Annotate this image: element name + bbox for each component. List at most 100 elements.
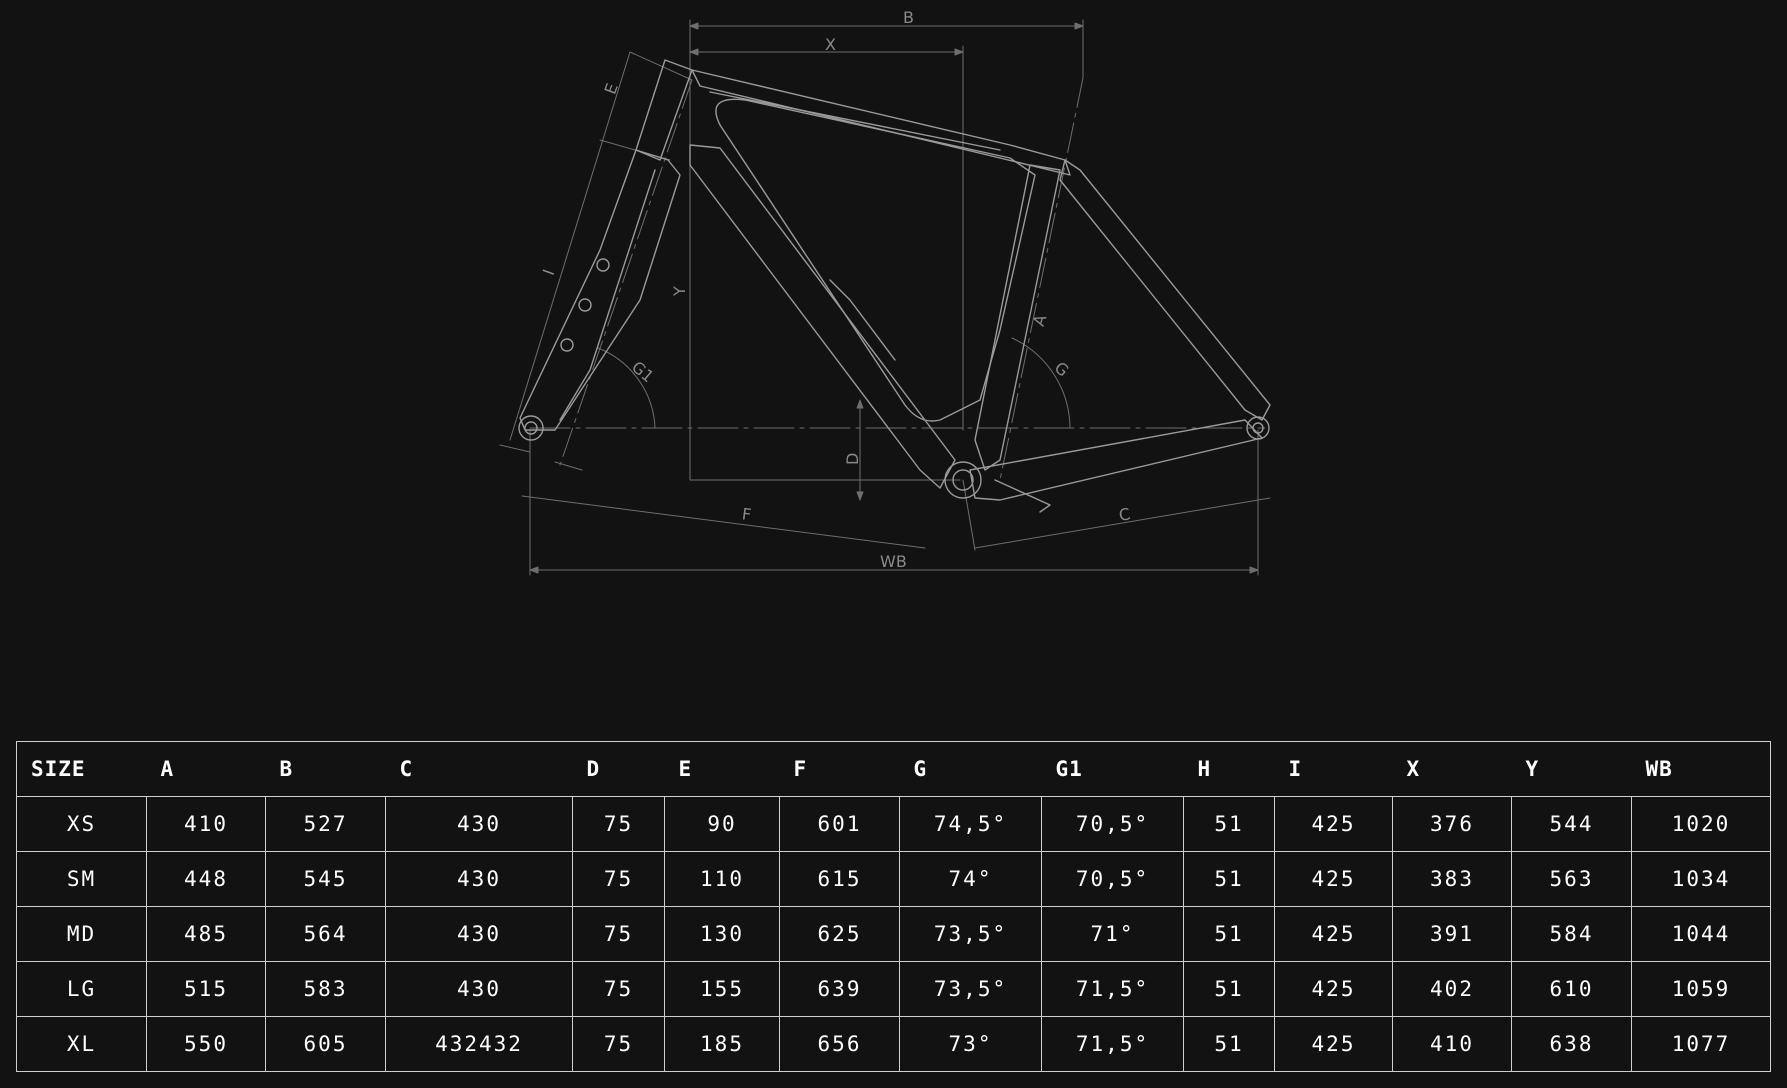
table-cell: 71° (1041, 906, 1184, 962)
table-cell: 75 (572, 906, 665, 962)
table-cell: 73,5° (899, 961, 1042, 1017)
table-row-xl: XL 550 605 432432 75 185 656 73° 71,5° 5… (16, 1016, 1771, 1072)
table-cell: 75 (572, 796, 665, 852)
table-cell: 485 (146, 906, 266, 962)
table-cell: 615 (779, 851, 900, 907)
table-cell: 515 (146, 961, 266, 1017)
table-cell: 1077 (1631, 1016, 1771, 1072)
header-g1: G1 (1041, 741, 1184, 797)
header-a: A (146, 741, 266, 797)
table-cell: 51 (1183, 796, 1275, 852)
frame-outline (518, 59, 1271, 513)
table-cell: XS (16, 796, 147, 852)
table-cell: 448 (146, 851, 266, 907)
table-cell: 430 (385, 796, 573, 852)
table-cell: 110 (664, 851, 780, 907)
label-g1: G1 (628, 357, 658, 386)
table-cell: 430 (385, 961, 573, 1017)
table-cell: 1020 (1631, 796, 1771, 852)
table-cell: 410 (146, 796, 266, 852)
table-cell: 51 (1183, 961, 1275, 1017)
label-x: X (825, 35, 836, 54)
table-cell: 610 (1511, 961, 1632, 1017)
table-cell: 75 (572, 1016, 665, 1072)
table-cell: 391 (1392, 906, 1512, 962)
table-cell: 1044 (1631, 906, 1771, 962)
header-g: G (899, 741, 1042, 797)
table-header-row: SIZE A B C D E F G G1 H I X Y WB (16, 741, 1771, 797)
table-cell: 51 (1183, 851, 1275, 907)
table-cell: 425 (1274, 1016, 1393, 1072)
table-cell: 75 (572, 851, 665, 907)
table-cell: 74,5° (899, 796, 1042, 852)
header-b: B (265, 741, 386, 797)
table-row-xs: XS 410 527 430 75 90 601 74,5° 70,5° 51 … (16, 796, 1771, 852)
table-cell: 73,5° (899, 906, 1042, 962)
table-cell: 584 (1511, 906, 1632, 962)
header-y: Y (1511, 741, 1632, 797)
table-cell: 410 (1392, 1016, 1512, 1072)
header-h: H (1183, 741, 1275, 797)
table-cell: 656 (779, 1016, 900, 1072)
table-cell: 638 (1511, 1016, 1632, 1072)
label-i: I (539, 267, 558, 278)
label-c: C (1117, 504, 1131, 525)
label-b: B (903, 8, 914, 27)
table-cell: 425 (1274, 796, 1393, 852)
header-wb: WB (1631, 741, 1771, 797)
table-cell: 545 (265, 851, 386, 907)
table-cell: 544 (1511, 796, 1632, 852)
table-cell: 70,5° (1041, 796, 1184, 852)
header-d: D (572, 741, 665, 797)
dimension-labels: B X E I Y G1 A G D F C WB (539, 8, 1132, 571)
header-i: I (1274, 741, 1393, 797)
table-cell: 71,5° (1041, 1016, 1184, 1072)
table-cell: 432432 (385, 1016, 573, 1072)
table-cell: 383 (1392, 851, 1512, 907)
frame-geometry-diagram: B X E I Y G1 A G D F C WB (499, 8, 1271, 576)
label-y: Y (670, 286, 689, 297)
table-cell: 51 (1183, 1016, 1275, 1072)
header-f: F (779, 741, 900, 797)
header-e: E (664, 741, 780, 797)
table-cell: 639 (779, 961, 900, 1017)
table-cell: 70,5° (1041, 851, 1184, 907)
header-size: SIZE (16, 741, 147, 797)
table-cell: 563 (1511, 851, 1632, 907)
table-cell: SM (16, 851, 147, 907)
table-row-md: MD 485 564 430 75 130 625 73,5° 71° 51 4… (16, 906, 1771, 962)
table-cell: 425 (1274, 961, 1393, 1017)
table-cell: 425 (1274, 906, 1393, 962)
label-wb: WB (880, 552, 907, 571)
table-cell: 1059 (1631, 961, 1771, 1017)
table-cell: 425 (1274, 851, 1393, 907)
table-cell: 90 (664, 796, 780, 852)
table-row-lg: LG 515 583 430 75 155 639 73,5° 71,5° 51… (16, 961, 1771, 1017)
table-cell: 550 (146, 1016, 266, 1072)
table-cell: XL (16, 1016, 147, 1072)
table-cell: 74° (899, 851, 1042, 907)
table-cell: 130 (664, 906, 780, 962)
header-c: C (385, 741, 573, 797)
table-cell: 185 (664, 1016, 780, 1072)
table-cell: MD (16, 906, 147, 962)
header-x: X (1392, 741, 1512, 797)
label-g: G (1051, 358, 1073, 381)
table-cell: 430 (385, 906, 573, 962)
label-d: D (843, 453, 862, 465)
table-cell: 605 (265, 1016, 386, 1072)
table-cell: 430 (385, 851, 573, 907)
table-cell: 71,5° (1041, 961, 1184, 1017)
table-cell: LG (16, 961, 147, 1017)
table-cell: 601 (779, 796, 900, 852)
table-cell: 527 (265, 796, 386, 852)
table-cell: 583 (265, 961, 386, 1017)
table-cell: 73° (899, 1016, 1042, 1072)
table-row-sm: SM 448 545 430 75 110 615 74° 70,5° 51 4… (16, 851, 1771, 907)
table-cell: 51 (1183, 906, 1275, 962)
frame-drawing: B X E I Y G1 A G D F C WB (499, 8, 1271, 576)
label-f: F (741, 504, 752, 524)
label-e: E (601, 81, 622, 97)
table-cell: 75 (572, 961, 665, 1017)
table-cell: 1034 (1631, 851, 1771, 907)
